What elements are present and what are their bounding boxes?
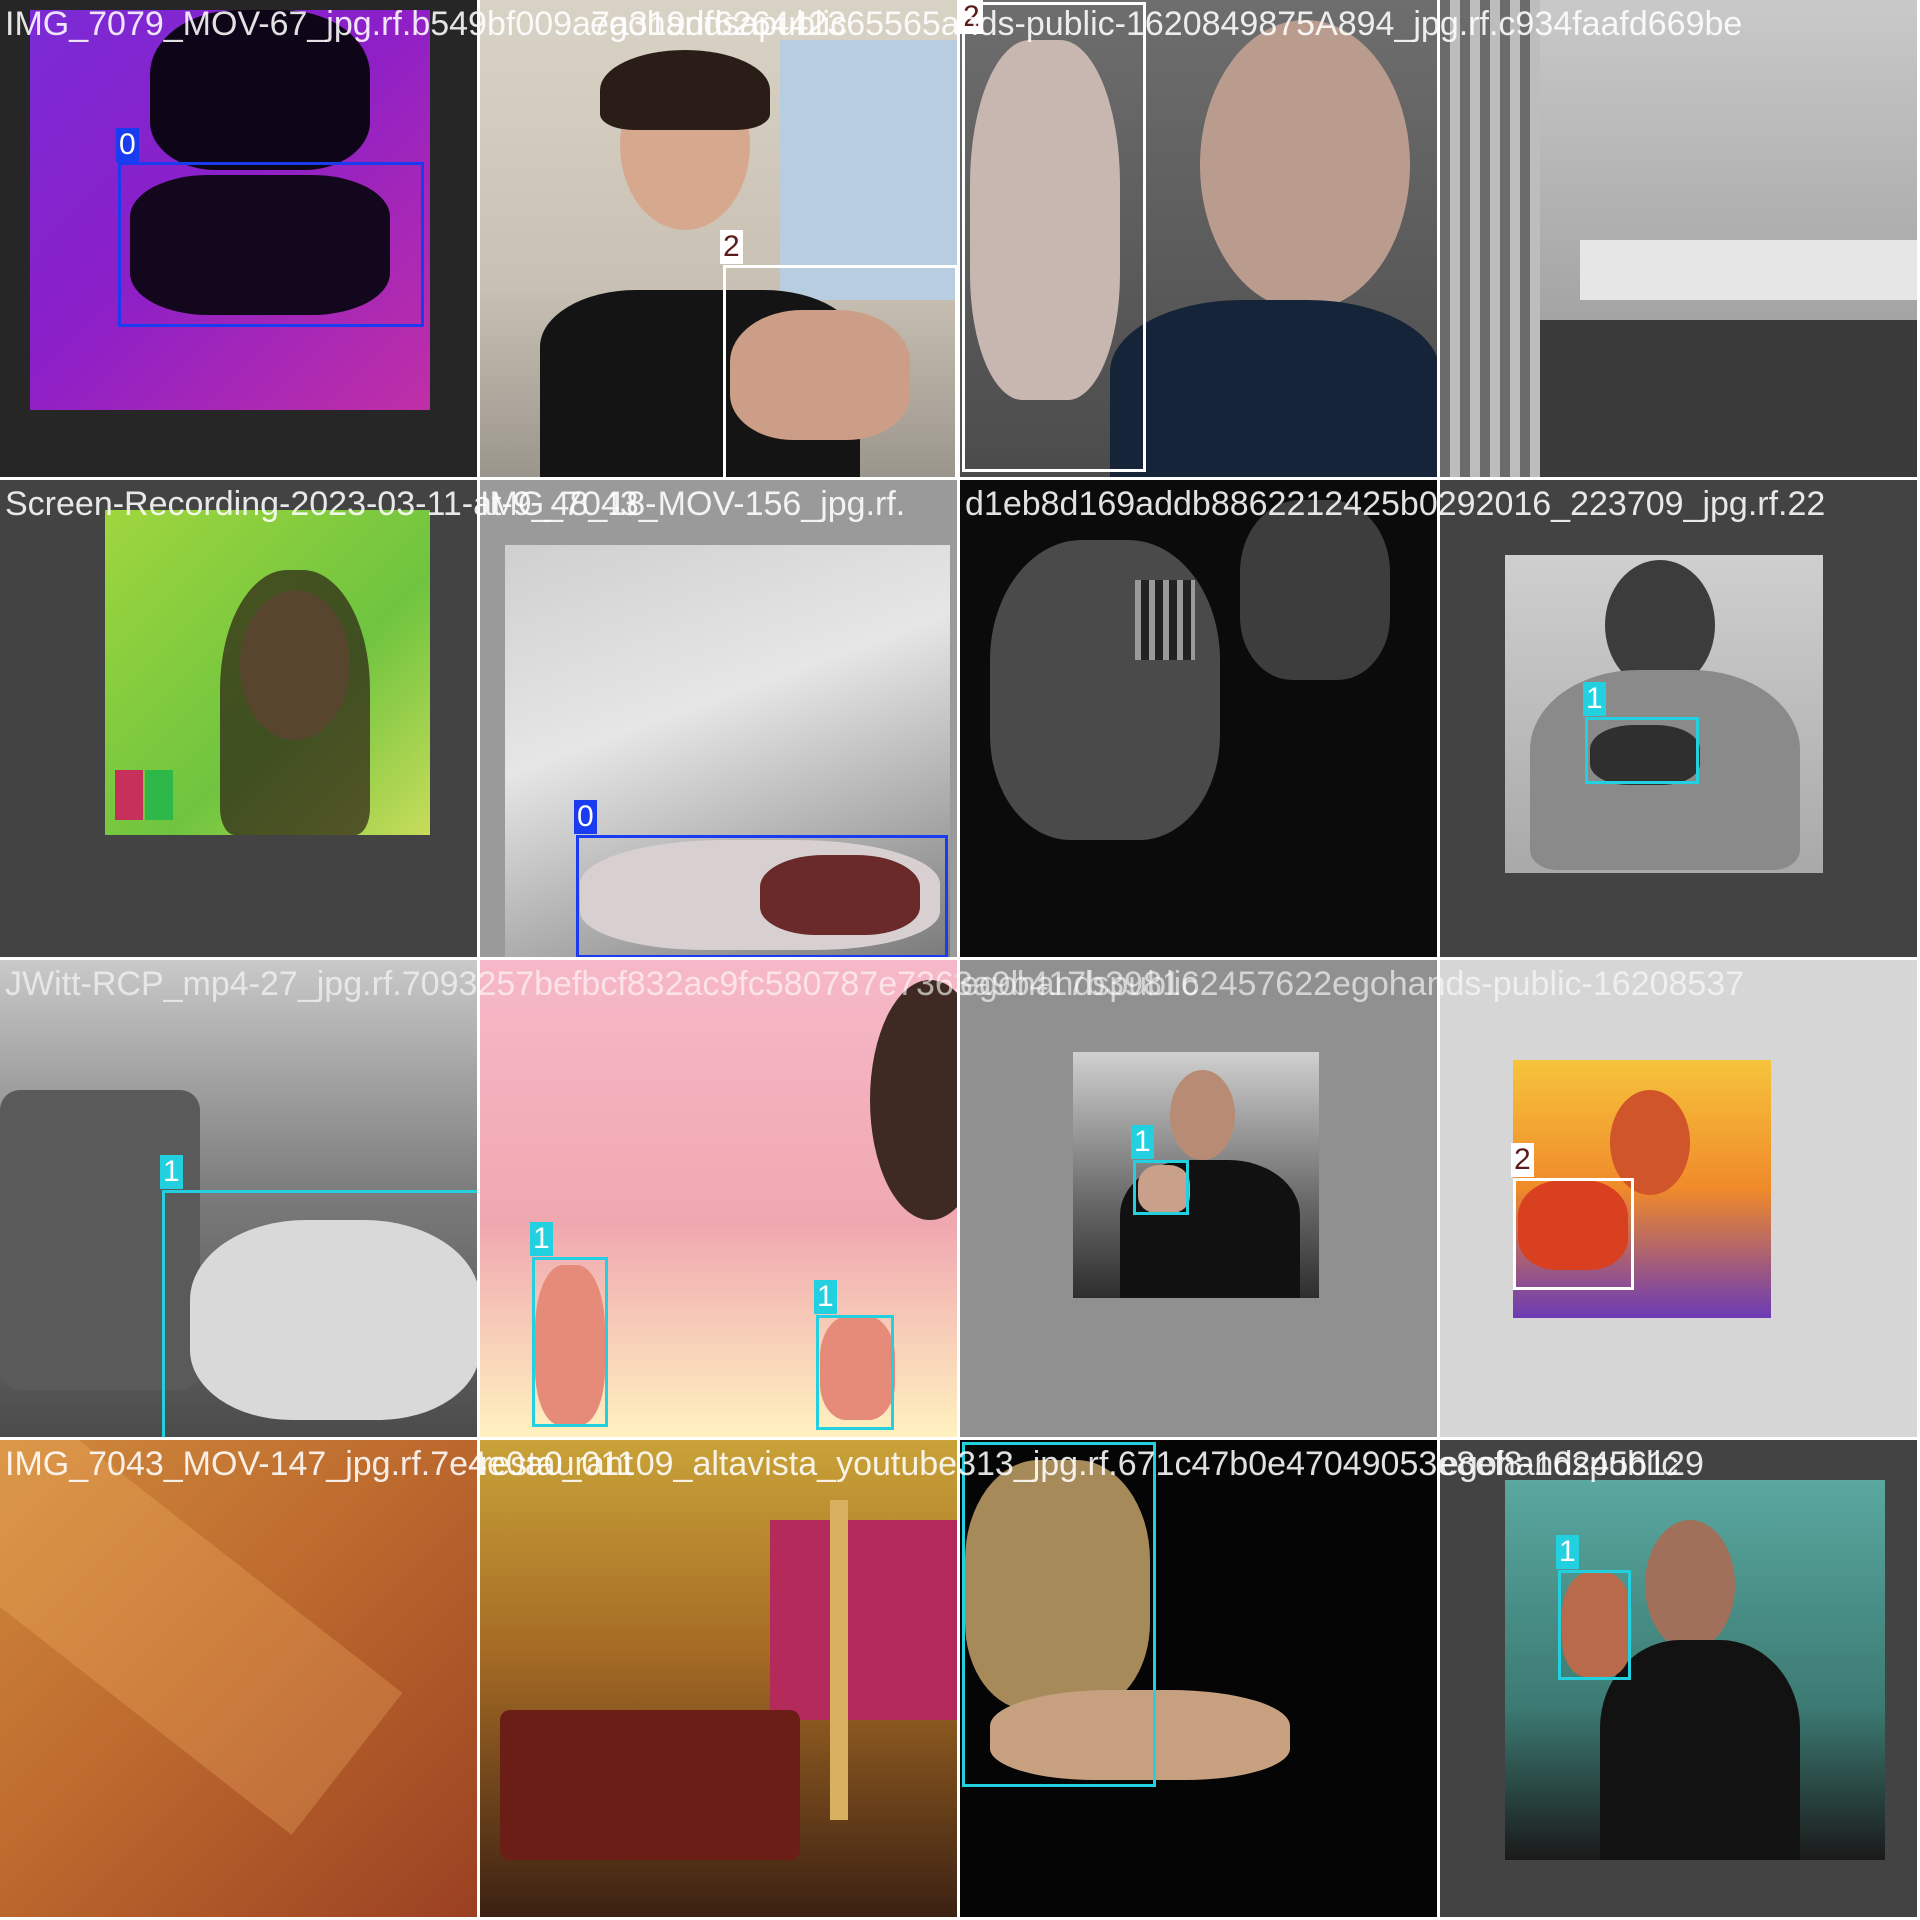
bbox-tag-0: 0 [116,128,139,162]
tile-6[interactable]: 0 [480,480,960,960]
tile-14[interactable] [480,1440,960,1920]
photo-hand-right [1240,500,1390,680]
photo-badge-red [115,770,143,820]
photo-badge-green [145,770,173,820]
bbox-tag-1: 1 [1583,682,1606,716]
photo-hair [600,50,770,130]
bbox-class-0[interactable] [576,835,948,957]
photo-face [870,980,957,1220]
tile-16[interactable]: 1 [1440,1440,1920,1920]
bbox-class-1[interactable] [162,1190,477,1437]
bbox-class-1[interactable] [1133,1160,1189,1215]
bbox-class-1[interactable] [962,1442,1156,1787]
photo-shirt [1110,300,1437,477]
tile-13[interactable] [0,1440,480,1920]
photo-floor [1540,320,1917,477]
photo-hand-right [820,1315,895,1420]
photo-face [1605,560,1715,690]
tile-10[interactable]: 1 1 [480,960,960,1440]
bbox-class-0[interactable] [118,162,424,327]
photo-dark-silhouette [150,10,370,170]
bbox-tag-2: 2 [720,230,743,264]
photo-hand [190,1220,477,1420]
tile-3[interactable]: 2 [960,0,1440,480]
bbox-class-2[interactable] [723,265,957,477]
photo-hand [1518,1180,1628,1270]
photo-window [1135,580,1195,660]
tile-5[interactable] [0,480,480,960]
photo-face [1170,1070,1235,1160]
bbox-class-1[interactable] [532,1257,608,1427]
photo-hand-left [535,1265,605,1425]
photo-couch [0,1090,200,1390]
bbox-tag-2: 2 [1511,1143,1534,1177]
photo-hand [1138,1165,1190,1213]
bbox-tag-0: 0 [574,800,597,834]
photo-tables [500,1710,800,1860]
bbox-tag-1: 1 [530,1222,553,1256]
bbox-class-2[interactable] [962,2,1146,472]
tile-15[interactable]: 1 [960,1440,1440,1920]
photo-bench [1580,240,1917,300]
photo-window [780,40,957,300]
tile-8[interactable]: 1 [1440,480,1920,960]
bbox-tag-1: 1 [814,1280,837,1314]
photo-face [1610,1090,1690,1195]
photo-hand [970,40,1120,400]
photo-bars [1440,0,1540,477]
bbox-class-2[interactable] [1513,1178,1634,1290]
photo-dark-hand [130,175,390,315]
photo-wall-art [770,1520,957,1720]
photo-fist [965,1460,1150,1710]
photo-fist [1562,1572,1632,1677]
photo-palm [990,1690,1290,1780]
photo-face [1645,1520,1735,1650]
bbox-tag-1: 1 [160,1155,183,1189]
bbox-tag-1: 1 [1556,1535,1579,1569]
photo-orange [0,1440,477,1917]
tile-11[interactable]: 1 [960,960,1440,1440]
tile-7[interactable] [960,480,1440,960]
photo-face [1200,20,1410,310]
tile-2[interactable]: 2 [480,0,960,480]
tile-9[interactable]: 1 [0,960,480,1440]
photo-sleeve [760,855,920,935]
bbox-class-1[interactable] [816,1315,894,1430]
bbox-class-1[interactable] [1558,1570,1631,1680]
bbox-tag-1: 1 [1131,1125,1154,1159]
photo-hair [220,570,370,835]
tile-4[interactable] [1440,0,1920,480]
photo-torso [1600,1640,1800,1860]
photo-column [830,1500,848,1820]
tile-1[interactable]: 0 [0,0,480,480]
bbox-class-1[interactable] [1585,717,1699,784]
bbox-tag-2: 2 [960,0,983,34]
tile-12[interactable]: 2 [1440,960,1920,1440]
photo-hand [730,310,910,440]
photo-hand [1590,725,1700,785]
